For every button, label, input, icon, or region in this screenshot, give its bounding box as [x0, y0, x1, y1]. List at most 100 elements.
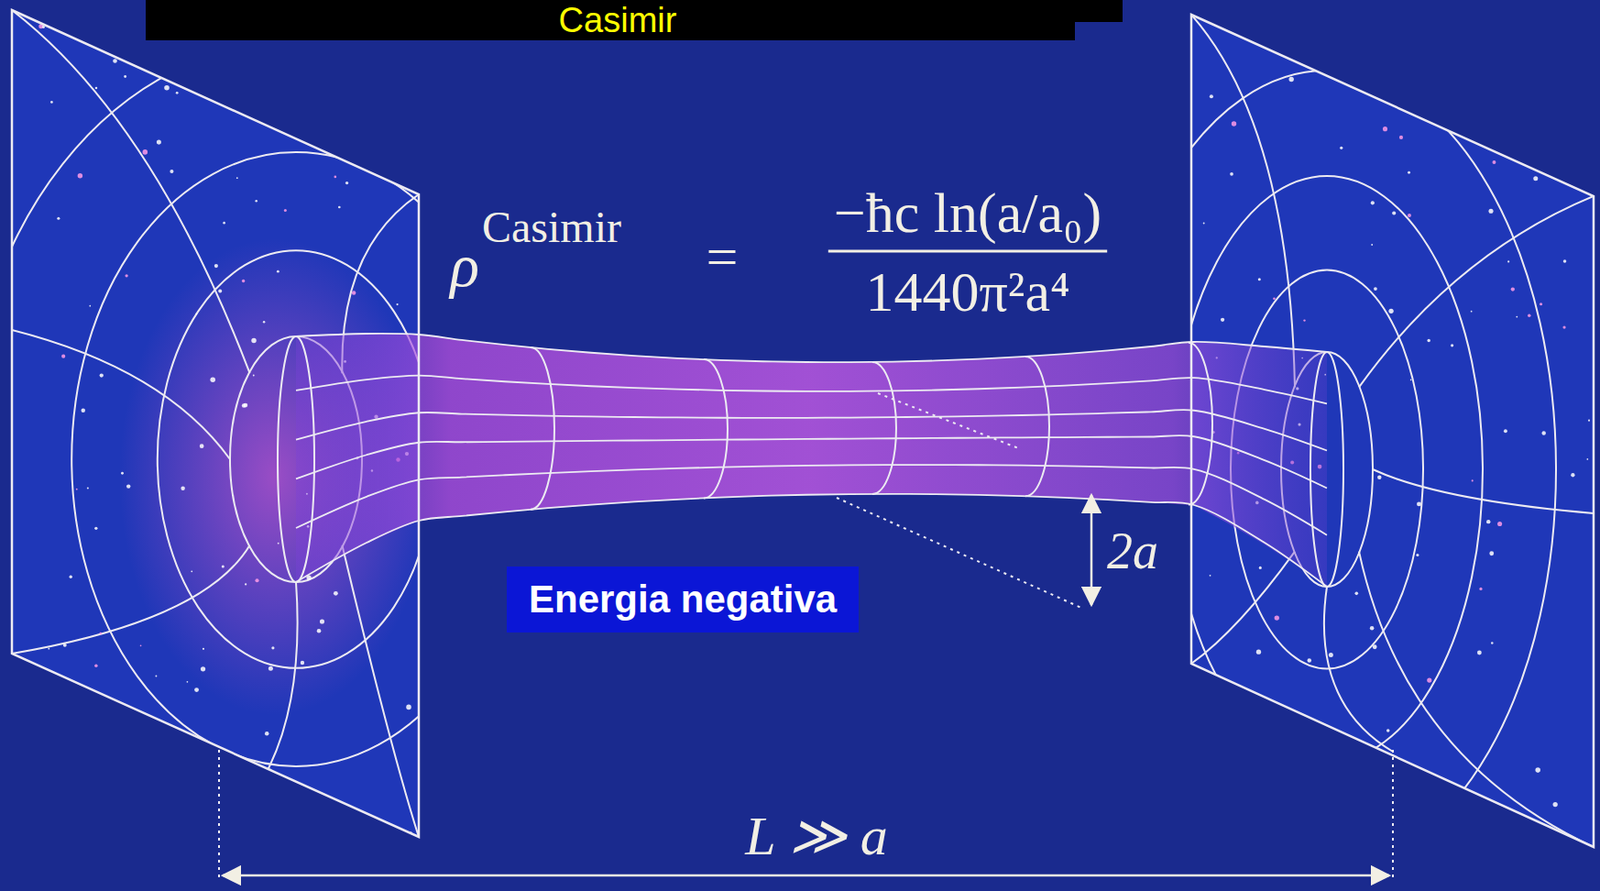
star: [1531, 62, 1536, 67]
star: [1520, 826, 1524, 830]
star: [563, 748, 568, 753]
star: [47, 647, 50, 650]
star: [82, 852, 85, 855]
star: [1488, 208, 1493, 214]
star: [1058, 548, 1064, 554]
star: [1511, 65, 1516, 71]
star: [218, 289, 222, 294]
star: [164, 85, 170, 91]
throat-ring: [1025, 356, 1050, 496]
star: [63, 643, 67, 647]
star: [1154, 823, 1158, 827]
star: [277, 542, 280, 545]
distance-arrow: [222, 874, 1390, 877]
star: [165, 21, 169, 24]
star: [317, 628, 322, 634]
star: [1098, 690, 1101, 692]
star: [195, 313, 198, 316]
star: [1587, 166, 1591, 171]
throat-grid-line: [295, 409, 1327, 450]
star: [244, 582, 247, 585]
star: [319, 619, 325, 625]
star: [1372, 644, 1378, 649]
star: [1256, 648, 1261, 654]
star: [1322, 14, 1327, 20]
star: [408, 32, 414, 37]
star: [263, 320, 265, 323]
star: [1259, 566, 1262, 570]
star: [152, 851, 156, 855]
star: [15, 838, 20, 843]
star: [1179, 27, 1183, 31]
star: [1410, 379, 1413, 382]
star: [194, 822, 198, 826]
star: [1161, 12, 1167, 18]
star: [1586, 458, 1589, 461]
star: [76, 488, 78, 491]
star: [372, 824, 379, 831]
throat-ring: [872, 361, 897, 494]
star: [156, 735, 163, 742]
star: [1372, 800, 1376, 803]
star: [1477, 650, 1482, 656]
star: [1490, 641, 1494, 645]
star: [1203, 222, 1206, 225]
star: [1539, 152, 1546, 158]
star: [276, 270, 280, 274]
throat-grid-line: [295, 435, 1327, 488]
star: [42, 25, 45, 29]
star: [351, 290, 356, 295]
star: [1599, 844, 1600, 850]
star: [61, 354, 66, 359]
star: [542, 826, 546, 830]
star: [209, 377, 216, 384]
star: [437, 142, 442, 148]
throat-ring: [703, 359, 728, 498]
star: [169, 169, 174, 174]
star: [388, 38, 391, 41]
star: [186, 680, 189, 683]
star: [1286, 861, 1291, 866]
star: [1224, 689, 1229, 694]
star: [251, 338, 256, 343]
star: [1386, 728, 1391, 733]
star: [241, 758, 244, 762]
star: [1388, 308, 1393, 314]
star: [398, 866, 401, 869]
sheet-outline: [11, 10, 419, 837]
extension-line: [218, 749, 220, 877]
star: [1543, 123, 1548, 129]
star: [1486, 519, 1491, 524]
star: [28, 0, 32, 1]
star: [1336, 802, 1341, 808]
star: [1534, 767, 1541, 773]
diameter-arrow: [1090, 494, 1094, 605]
extension-line: [1391, 749, 1394, 877]
grid-line: [1358, 551, 1594, 847]
star: [1407, 213, 1412, 218]
star: [236, 176, 239, 179]
star: [222, 221, 226, 225]
star: [1313, 748, 1317, 753]
star: [140, 645, 143, 647]
star: [534, 298, 540, 305]
throat-grid-line: [295, 464, 1327, 536]
star: [1399, 135, 1403, 140]
star: [1513, 1, 1519, 7]
star: [254, 199, 258, 203]
star: [1091, 285, 1096, 291]
star: [543, 560, 548, 565]
star: [337, 33, 342, 39]
star: [1570, 472, 1575, 477]
star: [495, 309, 501, 315]
star: [1450, 343, 1454, 347]
star: [513, 132, 516, 136]
star: [1499, 850, 1505, 856]
label-box: Energia negativa: [506, 566, 859, 633]
star: [156, 140, 162, 145]
star: [1399, 768, 1403, 773]
star: [1234, 756, 1239, 760]
star: [1489, 550, 1494, 556]
star: [312, 47, 318, 53]
